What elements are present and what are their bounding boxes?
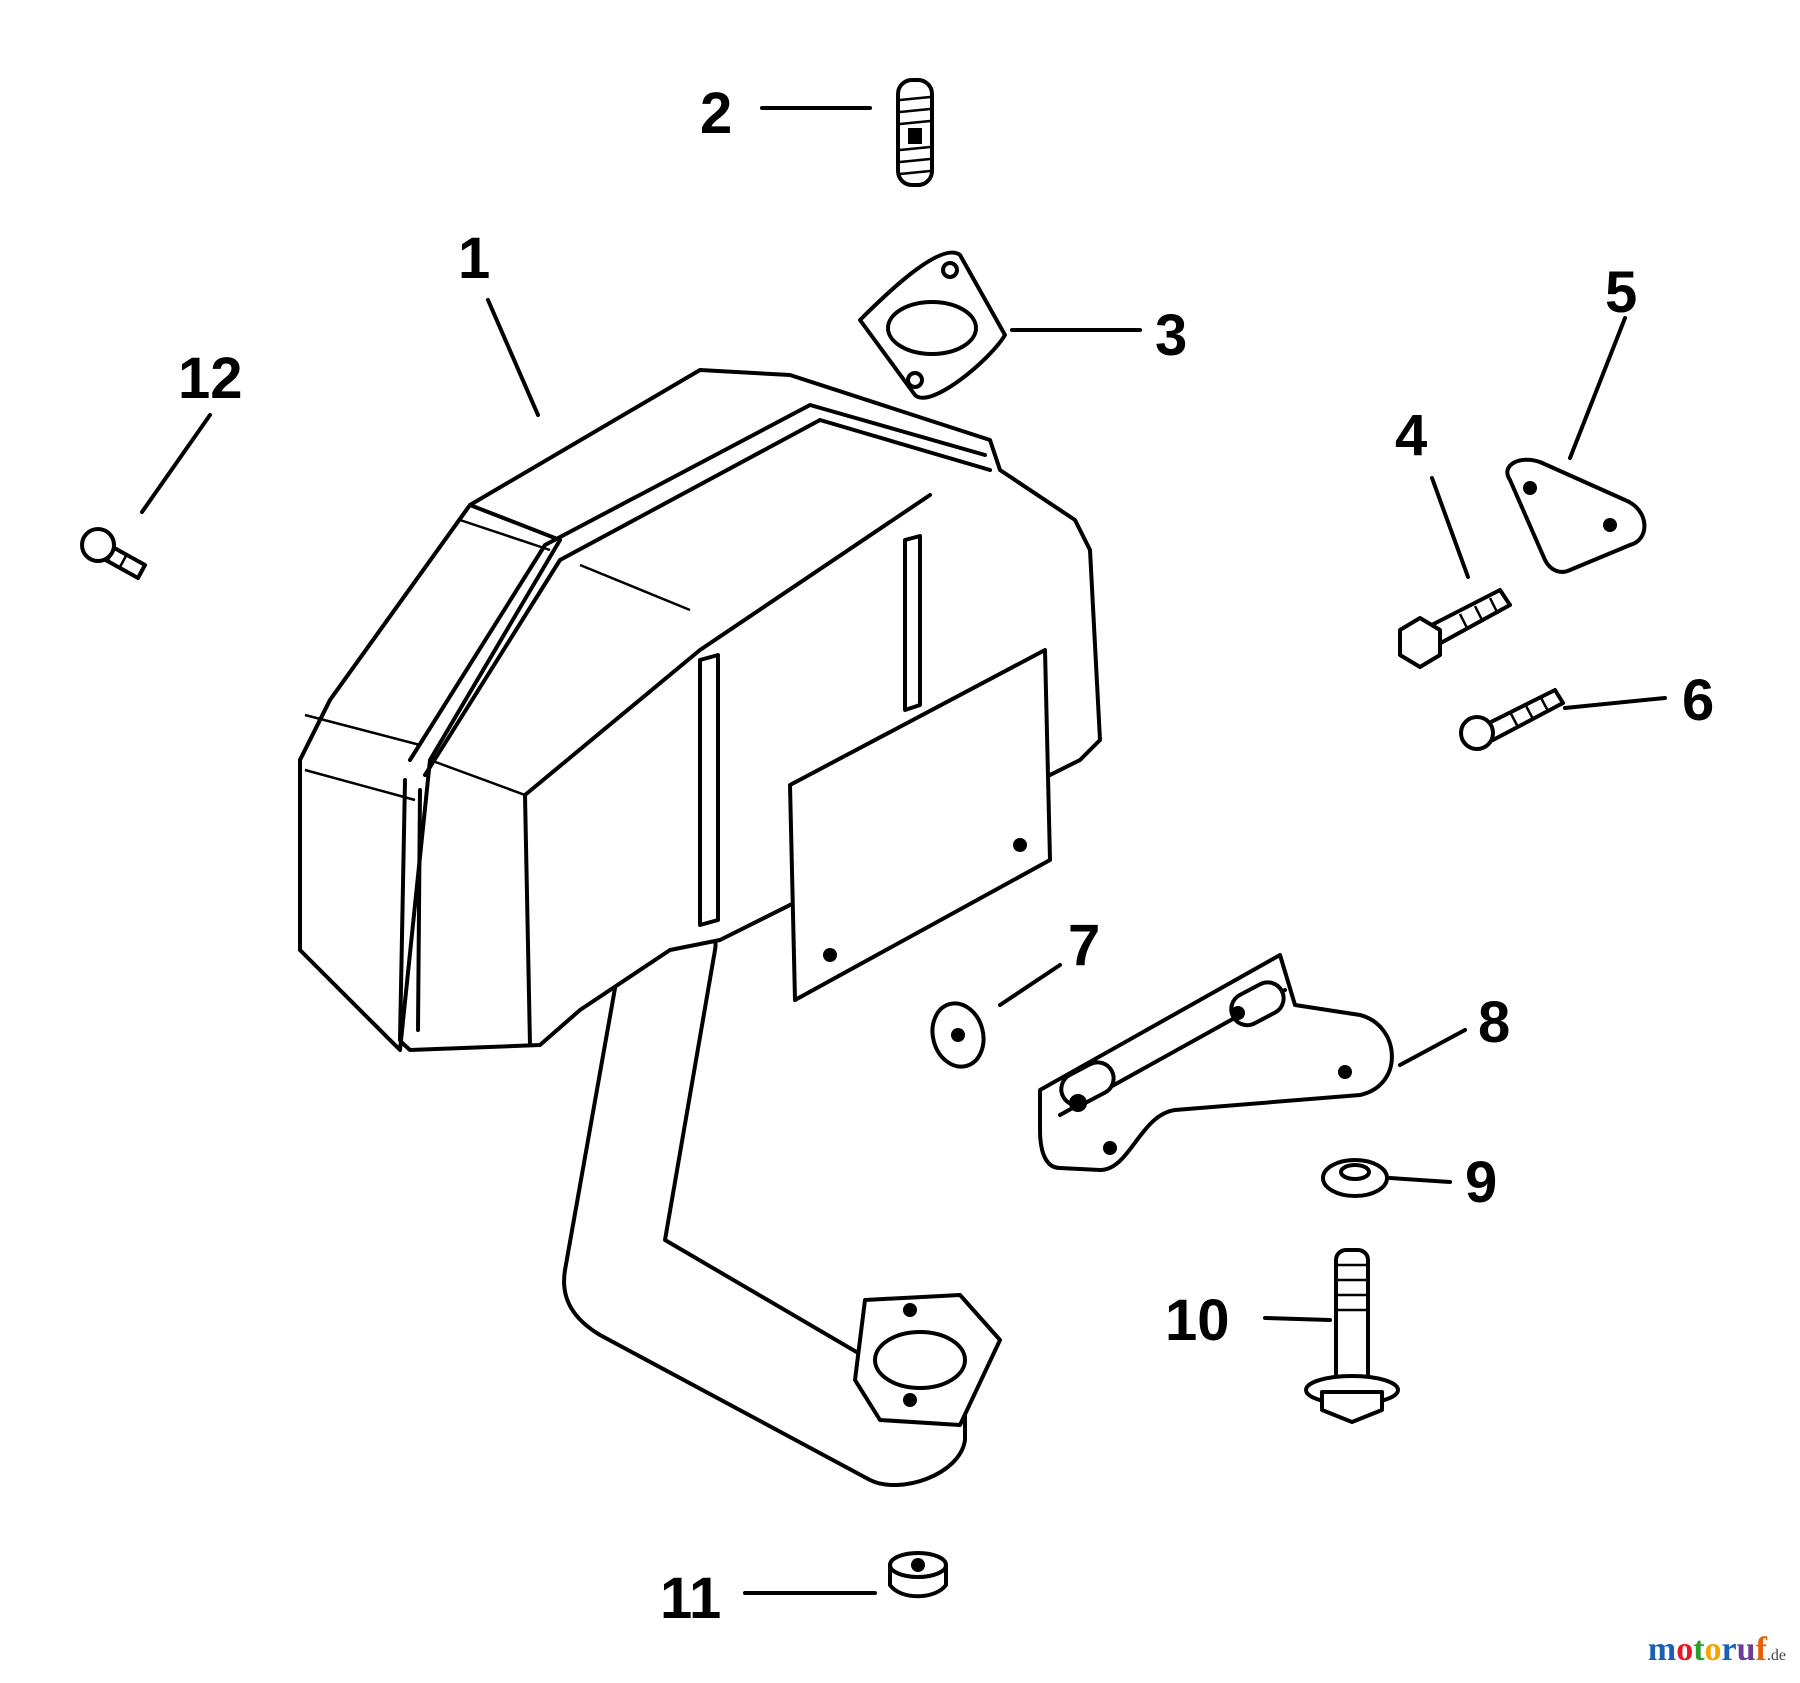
callout-3: 3 — [1155, 303, 1187, 368]
bolt-part-10 — [1304, 1248, 1400, 1424]
bracket-part-5 — [1505, 457, 1647, 574]
screw-part-12 — [80, 527, 147, 580]
callout-7: 7 — [1068, 913, 1100, 978]
watermark-text: motoruf — [1648, 1631, 1767, 1668]
callout-labels: 1 2 3 4 5 6 7 8 9 10 11 12 — [178, 81, 1714, 1631]
screw-part-6 — [1459, 688, 1565, 751]
mounting-bracket-part-8 — [1038, 953, 1394, 1172]
watermark-suffix: .de — [1766, 1647, 1786, 1664]
washer-part-7 — [930, 1001, 986, 1069]
callout-2: 2 — [700, 81, 732, 146]
screw-part-4 — [1398, 588, 1512, 669]
watermark-letter: m — [1647, 1631, 1677, 1668]
callout-6: 6 — [1682, 668, 1714, 733]
watermark-letter: r — [1721, 1631, 1737, 1668]
muffler-part — [298, 368, 1102, 1487]
gasket-part — [858, 250, 1007, 400]
callout-5: 5 — [1605, 260, 1637, 325]
watermark-letter: t — [1693, 1631, 1705, 1668]
callout-1: 1 — [458, 226, 490, 291]
callout-10: 10 — [1165, 1288, 1230, 1353]
callout-9: 9 — [1465, 1150, 1497, 1215]
leader-lines — [140, 106, 1667, 1595]
watermark-letter: f — [1755, 1631, 1767, 1668]
watermark-letter: o — [1676, 1631, 1694, 1668]
watermark-letter: u — [1736, 1631, 1756, 1668]
callout-12: 12 — [178, 346, 243, 411]
watermark-letter: o — [1704, 1631, 1722, 1668]
callout-11: 11 — [660, 1566, 721, 1631]
stud-part — [896, 78, 934, 187]
washer-part-9 — [1321, 1158, 1389, 1198]
callout-8: 8 — [1478, 990, 1510, 1055]
nut-part-11 — [888, 1551, 948, 1599]
watermark-logo: motoruf.de — [1648, 1631, 1786, 1669]
callout-4: 4 — [1395, 403, 1427, 468]
